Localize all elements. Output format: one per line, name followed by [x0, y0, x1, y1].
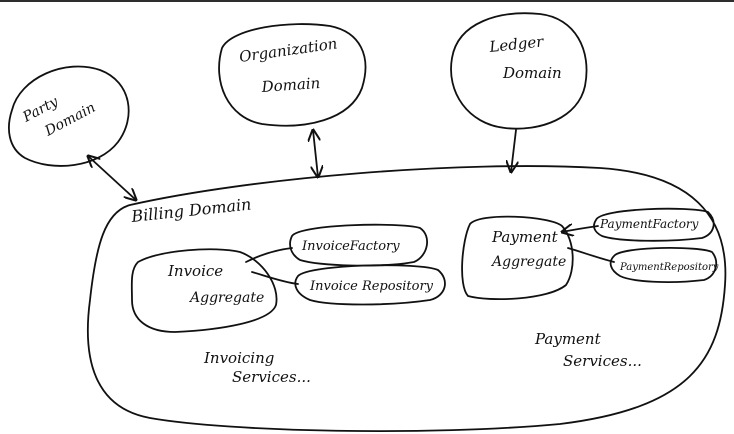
billing-domain-label: Billing Domain: [129, 194, 252, 226]
payment-services-label-line1: Payment: [534, 330, 602, 348]
payment-repository-connector: [567, 247, 615, 263]
organization-domain-label-line2: Domain: [260, 74, 321, 96]
invoice-aggregate-label-line2: Aggregate: [188, 290, 264, 306]
invoicing-services-label-line1: Invoicing: [203, 349, 274, 367]
invoice-factory-connector: [245, 247, 293, 263]
party-domain-node: [8, 65, 130, 167]
invoice-repository-label: Invoice Repository: [309, 279, 434, 294]
organization-billing-arrow: [313, 130, 318, 177]
payment-factory-connector: [562, 226, 599, 232]
organization-domain-node: [218, 23, 367, 127]
payment-repository-label: PaymentRepository: [619, 262, 719, 273]
invoice-factory-label: InvoiceFactory: [301, 239, 400, 254]
payment-factory-label: PaymentFactory: [599, 217, 699, 231]
ledger-domain-label-line1: Ledger: [488, 32, 545, 56]
payment-factory-node: [593, 207, 715, 242]
invoice-factory-node: [289, 223, 428, 267]
ledger-billing-arrow: [511, 129, 516, 172]
invoice-aggregate-label-line1: Invoice: [167, 262, 223, 280]
ledger-domain-node: [450, 12, 588, 130]
payment-aggregate-label-line1: Payment: [491, 228, 559, 246]
payment-aggregate-label-line2: Aggregate: [490, 254, 566, 270]
invoice-repository-connector: [251, 271, 299, 285]
invoice-repository-node: [294, 264, 446, 306]
invoice-aggregate-node: [130, 248, 278, 333]
payment-repository-node: [609, 247, 718, 283]
ledger-domain-label-line2: Domain: [502, 64, 562, 82]
party-billing-arrow: [88, 156, 136, 200]
organization-domain-label-line1: Organization: [238, 34, 338, 66]
invoicing-services-label-line2: Services...: [232, 368, 311, 386]
payment-aggregate-node: [461, 215, 574, 301]
payment-services-label-line2: Services...: [563, 352, 642, 370]
